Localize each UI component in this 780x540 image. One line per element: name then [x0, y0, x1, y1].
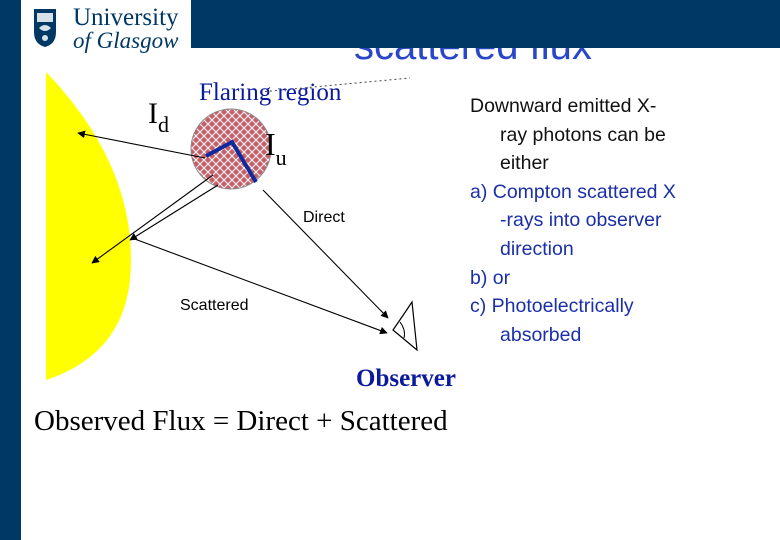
description-text: Downward emitted X- ray photons can be e…: [470, 92, 770, 349]
sun-surface: [46, 72, 131, 380]
line-of-sight: [259, 77, 411, 93]
header-bar-overlay: [191, 0, 780, 48]
description-line-5: direction: [500, 237, 574, 260]
ray-downward-1: [77, 130, 206, 159]
description-line-1: ray photons can be: [500, 123, 666, 146]
description-line-7: c) Photoelectrically: [470, 295, 634, 318]
ray-scattered-out: [131, 237, 388, 335]
description-line-3: a) Compton scattered X: [470, 180, 676, 203]
ray-scattered-in: [129, 184, 219, 241]
logo-text-glasgow: of Glasgow: [73, 28, 179, 53]
formula-text: Observed Flux = Direct + Scattered: [34, 405, 448, 437]
university-logo: University of Glasgow: [21, 0, 191, 58]
observer-eye-icon: [392, 300, 418, 352]
logo-text-university: University: [73, 4, 179, 31]
description-line-0: Downward emitted X-: [470, 95, 657, 117]
sidebar-bar: [0, 0, 21, 540]
description-line-2: either: [500, 152, 549, 175]
label-iu: Iu: [265, 126, 287, 170]
description-line-4: -rays into observer: [500, 209, 662, 232]
flaring-region-source: [190, 108, 272, 190]
description-line-6: b) or: [470, 266, 511, 289]
description-line-8: absorbed: [500, 323, 582, 346]
label-scattered: Scattered: [180, 297, 248, 314]
ray-downward-2: [91, 174, 214, 264]
crest-icon: [34, 9, 56, 47]
label-id: Id: [148, 97, 169, 137]
ray-direct: [262, 189, 389, 319]
label-flaring-region: Flaring region: [199, 79, 342, 106]
source-arrow-bracket: [205, 139, 258, 184]
label-observer: Observer: [356, 365, 456, 392]
label-direct: Direct: [303, 209, 345, 226]
